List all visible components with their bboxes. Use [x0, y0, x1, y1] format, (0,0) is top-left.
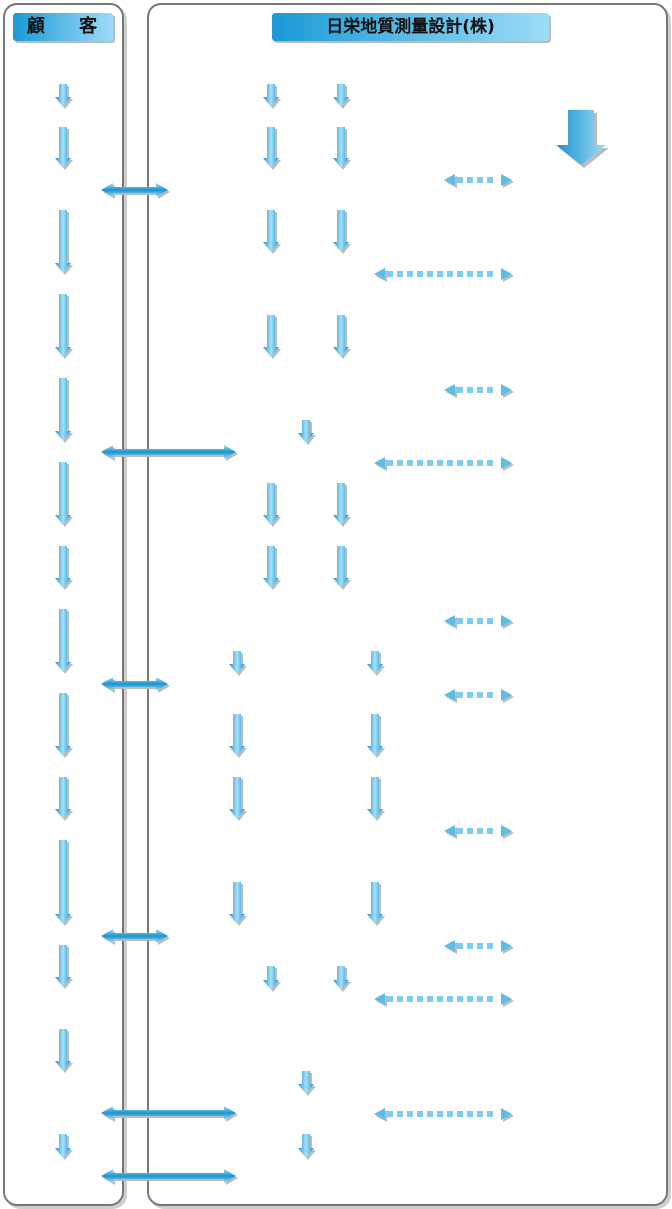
down-arrow — [55, 294, 73, 359]
dotted-bidirectional-arrow — [374, 993, 514, 1007]
down-arrow — [333, 546, 351, 590]
dotted-bidirectional-arrow — [444, 825, 514, 839]
flow-direction-arrow — [556, 110, 609, 168]
down-arrow — [55, 1029, 73, 1073]
bidirectional-arrow — [101, 929, 170, 945]
down-arrow — [263, 210, 281, 254]
bidirectional-arrow — [101, 1106, 238, 1122]
down-arrow — [263, 127, 281, 170]
down-arrow — [55, 840, 73, 926]
bidirectional-arrow — [101, 677, 170, 693]
customer-lane-title: 顧 客 — [13, 13, 113, 41]
down-arrow — [298, 1071, 316, 1096]
down-arrow — [263, 546, 281, 590]
down-arrow — [333, 483, 351, 527]
down-arrow — [333, 127, 351, 170]
down-arrow — [298, 420, 316, 445]
bidirectional-arrow — [101, 445, 238, 461]
down-arrow — [55, 84, 73, 109]
down-arrow — [298, 1134, 316, 1160]
down-arrow — [55, 127, 73, 170]
company-lane — [147, 3, 668, 1206]
down-arrow — [367, 714, 385, 758]
down-arrow — [55, 945, 73, 989]
dotted-bidirectional-arrow — [444, 615, 514, 629]
down-arrow — [263, 483, 281, 527]
down-arrow — [263, 966, 281, 992]
bidirectional-arrow — [101, 1169, 238, 1185]
down-arrow — [263, 84, 281, 109]
bidirectional-arrow — [101, 183, 170, 199]
down-arrow — [367, 651, 385, 676]
dotted-bidirectional-arrow — [374, 268, 514, 282]
customer-lane — [3, 3, 124, 1206]
down-arrow — [229, 777, 247, 821]
down-arrow — [333, 315, 351, 359]
dotted-bidirectional-arrow — [374, 457, 514, 471]
dotted-bidirectional-arrow — [444, 384, 514, 398]
company-lane-title: 日栄地質測量設計(株) — [272, 13, 549, 41]
down-arrow — [333, 84, 351, 109]
down-arrow — [229, 714, 247, 758]
down-arrow — [229, 651, 247, 676]
down-arrow — [55, 546, 73, 590]
down-arrow — [333, 210, 351, 254]
dotted-bidirectional-arrow — [444, 174, 514, 188]
down-arrow — [333, 966, 351, 992]
down-arrow — [55, 777, 73, 821]
down-arrow — [367, 882, 385, 926]
down-arrow — [55, 210, 73, 275]
down-arrow — [55, 462, 73, 527]
down-arrow — [229, 882, 247, 926]
dotted-bidirectional-arrow — [444, 689, 514, 703]
down-arrow — [55, 693, 73, 758]
dotted-bidirectional-arrow — [444, 940, 514, 954]
down-arrow — [367, 777, 385, 821]
dotted-bidirectional-arrow — [374, 1108, 514, 1122]
down-arrow — [55, 378, 73, 443]
down-arrow — [263, 315, 281, 359]
down-arrow — [55, 609, 73, 674]
down-arrow — [55, 1134, 73, 1160]
